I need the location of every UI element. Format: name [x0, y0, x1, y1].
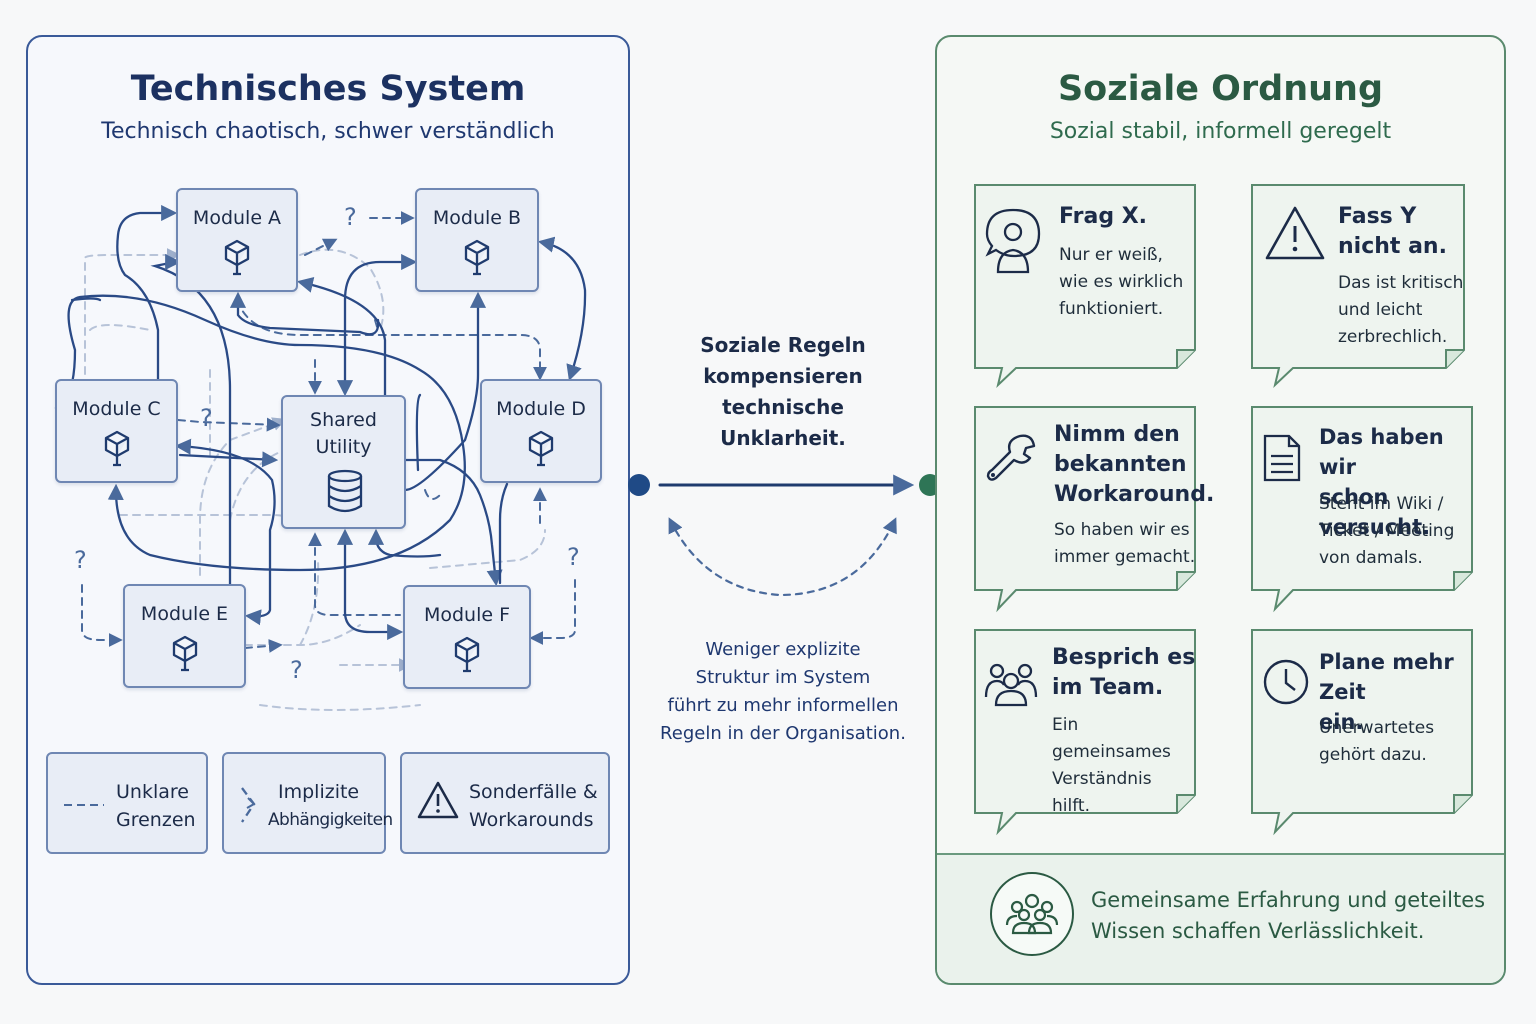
legend-label: Abhängigkeiten [268, 810, 393, 830]
person-speech-icon [985, 208, 1041, 274]
question-mark: ? [290, 656, 303, 684]
callout-title: nicht an. [1338, 234, 1447, 259]
source-dot [628, 474, 650, 496]
database-icon [327, 469, 363, 513]
callout-body: So haben wir es [1054, 520, 1190, 540]
legend-label: Grenzen [116, 809, 196, 831]
question-mark: ? [344, 203, 357, 231]
social-order-subtitle: Sozial stabil, informell geregelt [1049, 119, 1392, 144]
callout-body: wie es wirklich [1059, 272, 1184, 292]
callout-body: von damals. [1319, 548, 1423, 568]
callout-title: Frag X. [1059, 204, 1148, 229]
module-f-box[interactable]: Module F [403, 585, 531, 689]
clock-icon [1263, 659, 1309, 705]
module-label: Module A [192, 207, 282, 229]
module-b-box[interactable]: Module B [415, 188, 539, 292]
module-label: Module D [496, 398, 586, 420]
statement-line: Soziale Regeln [700, 333, 866, 357]
legend-unclear-boundaries: Unklare Grenzen [46, 752, 208, 854]
social-order-title: Soziale Ordnung [1057, 69, 1384, 109]
callout-title: Plane mehr Zeit [1319, 650, 1454, 704]
legend-implicit-dependencies: Implizite Abhängigkeiten [222, 752, 393, 854]
module-label: Module B [432, 207, 522, 229]
explanation-note: Weniger explizite Struktur im System füh… [640, 636, 926, 748]
cube-icon [172, 635, 197, 672]
callout-plan-more-time: Plane mehr Zeit ein. Unerwartetes gehört… [1249, 627, 1477, 836]
shared-utility-box[interactable]: Shared Utility [281, 395, 406, 529]
module-label: Module C [72, 398, 161, 420]
callout-title: Fass Y [1338, 204, 1417, 229]
note-line: führt zu mehr informellen [667, 695, 899, 716]
callout-body: immer gemacht. [1054, 547, 1196, 567]
compensation-statement: Soziale Regeln kompensieren technische U… [680, 330, 886, 454]
callout-body: Steht im Wiki / [1319, 494, 1444, 514]
shared-knowledge-banner: Gemeinsame Erfahrung und geteiltes Wisse… [937, 853, 1504, 983]
callout-body: und leicht [1338, 300, 1423, 320]
callout-body: Das ist kritisch [1338, 273, 1464, 293]
shared-utility-label-line1: Shared [310, 409, 377, 431]
callout-body: funktioniert. [1059, 299, 1164, 319]
statement-line: technische [722, 395, 844, 419]
cube-icon [224, 239, 250, 276]
cube-icon [104, 430, 129, 467]
legend-label: Unklare [116, 781, 189, 803]
callout-body: zerbrechlich. [1338, 327, 1448, 347]
callout-ask-x: Frag X. Nur er weiß, wie es wirklich fun… [972, 182, 1200, 389]
team-icon [984, 663, 1038, 707]
callout-body: Nur er weiß, [1059, 245, 1163, 265]
technical-system-title: Technisches System [130, 69, 526, 109]
callout-body: Ein gemeinsames [1052, 715, 1171, 762]
callout-title: Workaround. [1054, 482, 1215, 507]
note-line: Weniger explizite [705, 639, 861, 660]
group-icon [990, 872, 1074, 956]
document-icon [1263, 434, 1301, 482]
banner-line: Wissen schaffen Verlässlichkeit. [1091, 919, 1425, 943]
callout-already-tried: Das haben wir schon versucht. Steht im W… [1249, 404, 1477, 613]
warning-icon [417, 781, 459, 819]
callout-body: Unerwartetes [1319, 718, 1435, 738]
implicit-arrow-icon [241, 787, 256, 823]
callout-body: gehört dazu. [1319, 745, 1427, 765]
module-a-box[interactable]: Module A [176, 188, 298, 292]
banner-line: Gemeinsame Erfahrung und geteiltes [1091, 888, 1486, 912]
callout-body: Ticket / Meeting [1319, 521, 1455, 541]
module-d-box[interactable]: Module D [480, 379, 602, 483]
module-label: Module E [140, 603, 229, 625]
question-mark: ? [200, 404, 213, 432]
question-mark: ? [74, 546, 87, 574]
callout-body: hilft. [1052, 796, 1090, 816]
callout-known-workaround: Nimm den bekannten Workaround. So haben … [972, 404, 1214, 613]
technical-system-subtitle: Technisch chaotisch, schwer verständlich [101, 119, 555, 144]
module-e-box[interactable]: Module E [123, 584, 246, 688]
callout-discuss-in-team: Besprich es im Team. Ein gemeinsames Ver… [972, 627, 1200, 836]
callout-title: Nimm den [1054, 422, 1180, 447]
cube-icon [464, 239, 490, 276]
note-line: Regeln in der Organisation. [660, 723, 906, 744]
cube-icon [528, 430, 554, 467]
legend-label: Implizite [278, 781, 360, 803]
callout-title: schon versucht. [1319, 485, 1431, 539]
legend-label: Sonderfälle & [469, 781, 598, 803]
module-label: Module F [423, 604, 511, 626]
callout-title: im Team. [1052, 675, 1164, 700]
shared-utility-label-line2: Utility [315, 436, 372, 458]
note-line: Struktur im System [695, 667, 871, 688]
callout-title: Besprich es [1052, 645, 1196, 670]
cube-icon [454, 636, 480, 673]
statement-line: kompensieren [703, 364, 863, 388]
callout-title: ein. [1319, 710, 1364, 734]
callout-dont-touch-y: Fass Y nicht an. Das ist kritisch und le… [1249, 182, 1469, 389]
statement-line: Unklarheit. [720, 426, 846, 450]
dashed-line-icon [64, 804, 104, 806]
module-c-box[interactable]: Module C [55, 379, 178, 483]
legend-label: Workarounds [469, 809, 594, 831]
question-mark: ? [567, 543, 580, 571]
warning-icon [1265, 206, 1325, 260]
wrench-icon [986, 434, 1036, 481]
callout-body: Verständnis [1052, 769, 1152, 789]
callout-title: Das haben wir [1319, 425, 1444, 479]
legend-special-cases: Sonderfälle & Workarounds [400, 752, 610, 854]
callout-title: bekannten [1054, 452, 1187, 477]
